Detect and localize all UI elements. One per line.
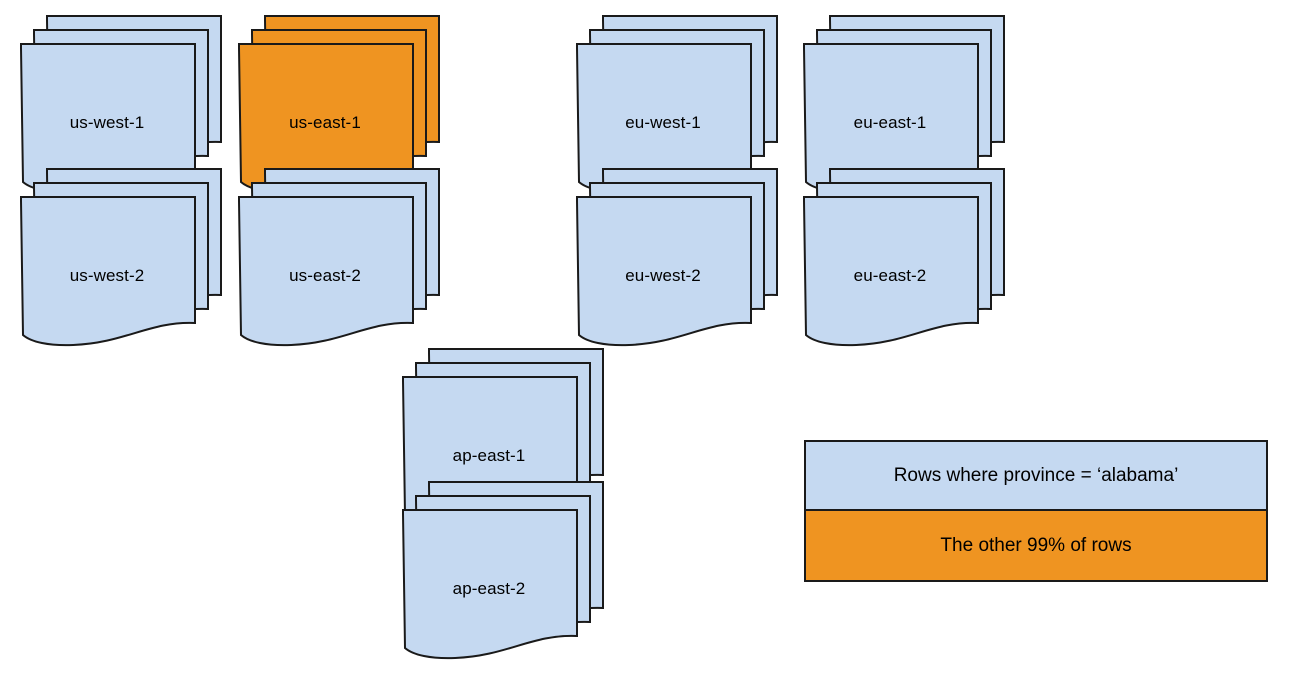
legend: Rows where province = ‘alabama’ The othe… [804,440,1268,582]
legend-item-rows-alabama: Rows where province = ‘alabama’ [806,442,1266,511]
document-stack-eu-west-1[interactable]: eu-west-1 [576,15,792,194]
document-stack-us-east-1[interactable]: us-east-1 [238,15,454,194]
document-stack-us-west-1[interactable]: us-west-1 [20,15,236,194]
document-sheet [803,196,979,347]
legend-item-label: Rows where province = ‘alabama’ [893,464,1179,486]
document-stack-ap-east-2[interactable]: ap-east-2 [402,481,618,660]
document-stack-eu-east-2[interactable]: eu-east-2 [803,168,1019,347]
document-sheet [238,196,414,347]
document-sheet [402,509,578,660]
legend-item-other-rows: The other 99% of rows [806,511,1266,580]
document-stack-eu-west-2[interactable]: eu-west-2 [576,168,792,347]
document-sheet [20,196,196,347]
document-stack-eu-east-1[interactable]: eu-east-1 [803,15,1019,194]
document-sheet [576,196,752,347]
document-stack-us-west-2[interactable]: us-west-2 [20,168,236,347]
document-stack-us-east-2[interactable]: us-east-2 [238,168,454,347]
legend-item-label: The other 99% of rows [940,534,1132,556]
